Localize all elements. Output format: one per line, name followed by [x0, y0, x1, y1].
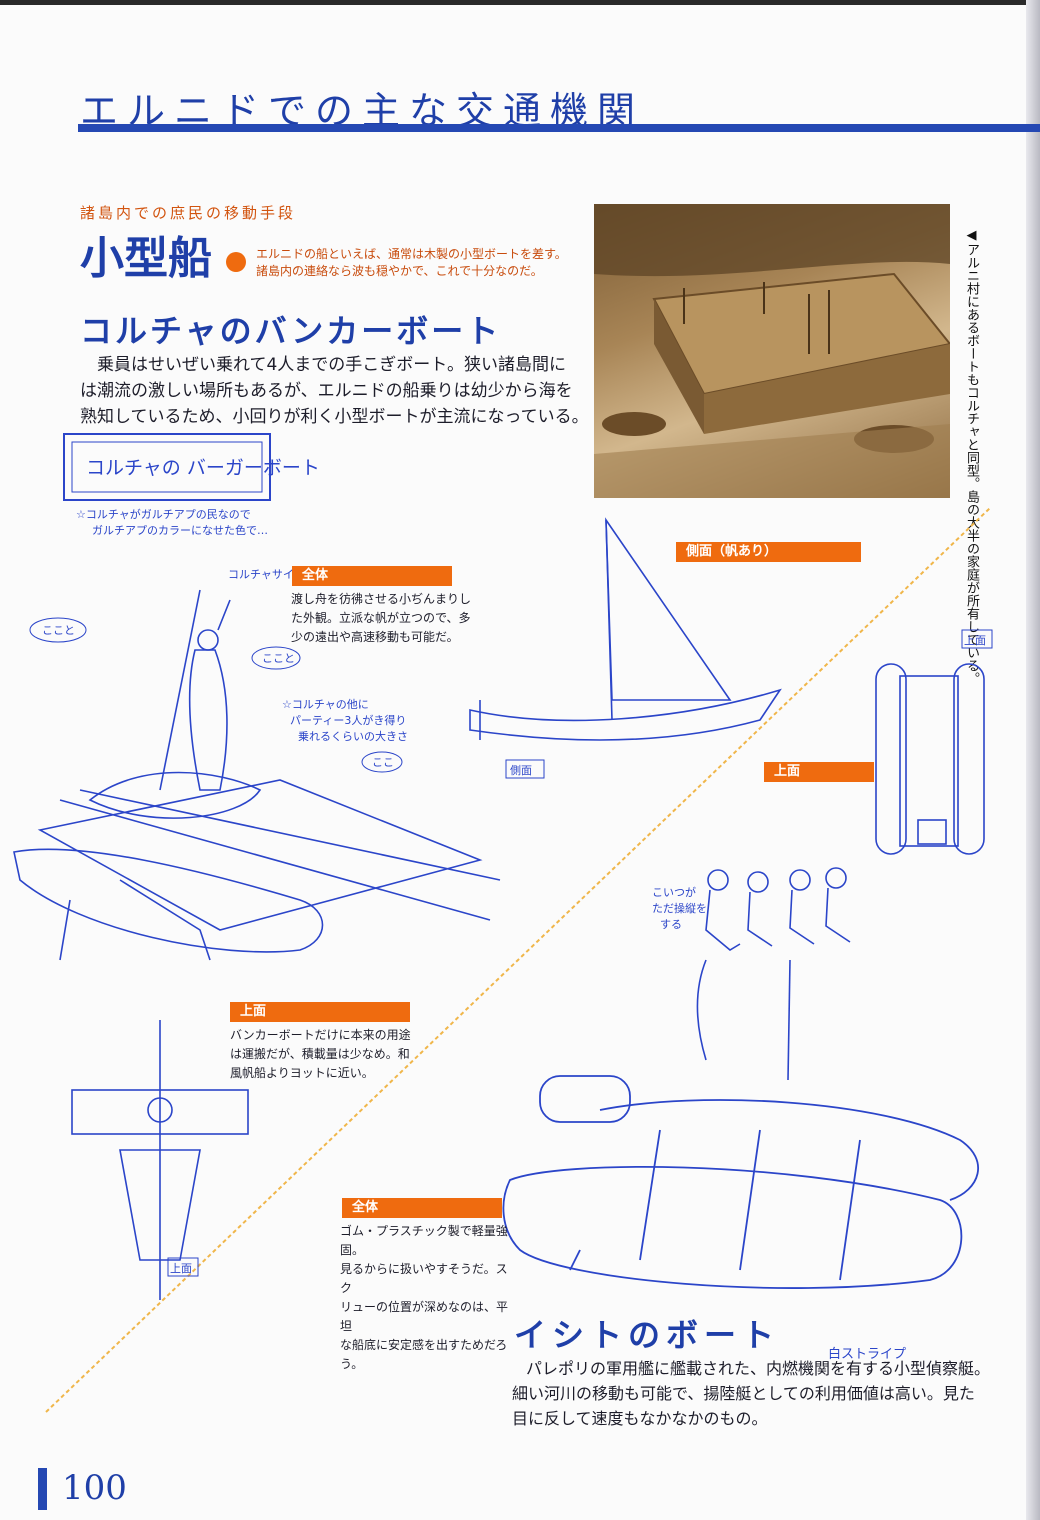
- label-top-view-1: 上面: [230, 1002, 410, 1022]
- sketch-aitsu-2: ただ操縦を: [652, 901, 707, 915]
- sketch-party-2: パーティー3人がき得り: [290, 713, 406, 727]
- sketch-koko-3: ここ: [372, 756, 394, 769]
- photo-caption: ◀アルニ村にあるボートもコルチャと同型。島の大半の家庭が所有している。: [964, 228, 979, 685]
- sketch-top-mark-2: 上面: [964, 634, 986, 647]
- sketch-koko-1: ここと: [42, 624, 75, 637]
- page-top-edge: [0, 0, 1040, 5]
- page-binding-edge: [1026, 0, 1040, 1520]
- bunker-body-line-3: 熟知しているため、小回りが利く小型ボートが主流になっている。: [80, 407, 589, 427]
- desc-overall-2-line: リューの位置が深めなのは、平坦: [340, 1300, 509, 1333]
- bunker-boat-heading: コルチャのバンカーボート: [80, 312, 502, 350]
- bunker-body-line-1: 乗員はせいぜい乗れて4人までの手こぎボート。狭い諸島間に: [97, 355, 566, 375]
- sketch-size-note: コルチャサイズ: [228, 567, 305, 581]
- ishito-body-line-1: パレポリの軍用艦に艦載された、内燃機関を有する小型偵察艇。: [526, 1359, 991, 1378]
- title-rule: [78, 124, 1040, 132]
- desc-overall-2-line: な船底に安定感を出すためだろう。: [340, 1338, 508, 1371]
- sketch-party-1: ☆コルチャの他に: [282, 698, 369, 711]
- ishito-body-line-2: 細い河川の移動も可能で、揚陸艇としての利用価値は高い。見た: [512, 1384, 975, 1403]
- section-kicker: 諸島内での庶民の移動手段: [80, 204, 297, 222]
- sketch-aitsu-1: こいつが: [652, 885, 696, 899]
- game-screenshot-photo: [594, 204, 950, 498]
- sketch-party-3: 乗れるくらいの大きさ: [298, 729, 408, 743]
- desc-overall-2-line: 見るからに扱いやすそうだ。スク: [340, 1262, 508, 1295]
- label-side-view: 側面（帆あり）: [676, 542, 861, 562]
- sketch-note-1: ☆コルチャがガルチアプの民なので: [76, 507, 251, 521]
- section-heading: 小型船: [80, 233, 212, 284]
- desc-overall-1-line: た外観。立派な帆が立つので、多: [291, 611, 471, 625]
- label-overall-1: 全体: [292, 566, 452, 586]
- bunker-body-line-2: は潮流の激しい場所もあるが、エルニドの船乗りは幼少から海を: [80, 381, 573, 401]
- ishito-boat-heading: イシトのボート: [514, 1316, 781, 1354]
- label-overall-2: 全体: [342, 1198, 502, 1218]
- sketch-box-title: コルチャの バーガーボート: [86, 457, 320, 479]
- desc-top-view-1: バンカーボートだけに本来の用途 は運搬だが、積載量は少なめ。和 風帆船よりヨット…: [230, 1026, 430, 1083]
- desc-top-view-1-line: 風帆船よりヨットに近い。: [230, 1066, 374, 1080]
- sketch-koko-2: ここと: [262, 652, 295, 665]
- sketch-aitsu-3: する: [660, 918, 682, 931]
- intro-line-2: 諸島内の連絡なら波も穏やかで、これで十分なのだ。: [256, 264, 543, 278]
- desc-overall-1: 渡し舟を彷彿させる小ぢんまりし た外観。立派な帆が立つので、多 少の遠出や高速移…: [291, 590, 491, 647]
- sketch-stripe-note: 白ストライプ: [828, 1346, 906, 1362]
- sketch-side-mark: 側面: [510, 764, 532, 777]
- desc-top-view-1-line: バンカーボートだけに本来の用途: [230, 1028, 411, 1042]
- desc-overall-2: ゴム・プラスチック製で軽量強固。 見るからに扱いやすそうだ。スク リューの位置が…: [340, 1222, 510, 1374]
- intro-line-1: エルニドの船といえば、通常は木製の小型ボートを差す。: [256, 247, 567, 261]
- page-number-bar: [38, 1468, 47, 1510]
- sketch-top-mark: 上面: [170, 1262, 192, 1275]
- heading-bullet-icon: [226, 252, 246, 272]
- desc-overall-1-line: 渡し舟を彷彿させる小ぢんまりし: [291, 592, 472, 606]
- ishito-body-line-3: 目に反して速度もなかなかのもの。: [512, 1409, 768, 1428]
- label-top-view-2: 上面: [764, 762, 874, 782]
- desc-overall-1-line: 少の遠出や高速移動も可能だ。: [291, 630, 459, 644]
- page-number: 100: [62, 1468, 127, 1508]
- desc-overall-2-line: ゴム・プラスチック製で軽量強固。: [340, 1224, 508, 1257]
- desc-top-view-1-line: は運搬だが、積載量は少なめ。和: [230, 1047, 410, 1061]
- sketch-note-2: ガルチアプのカラーになせた色で…: [92, 523, 268, 537]
